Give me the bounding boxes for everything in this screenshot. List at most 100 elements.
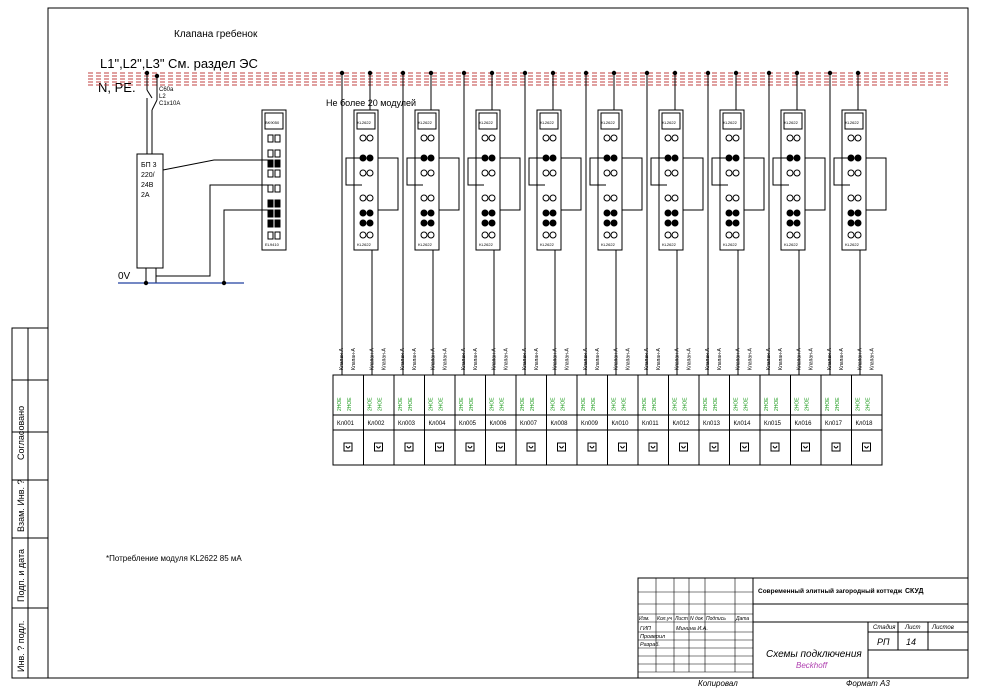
coil-ok-label: 2НОЕ <box>774 397 780 411</box>
coil-wire-label: Клапан-А <box>614 347 620 370</box>
psu-line-3: 24В <box>141 182 154 189</box>
coil-symbol-mark <box>650 445 656 449</box>
coil-wire-label: Клапан-А <box>595 347 601 370</box>
module-contact <box>549 134 557 142</box>
coil-symbol <box>496 442 505 452</box>
module-header <box>722 112 742 130</box>
module-contact <box>847 169 855 177</box>
coil-wire-label: Клапан-А <box>400 347 406 370</box>
module-contact <box>671 169 679 177</box>
module-contact <box>847 219 855 227</box>
valve-label: Кл017 <box>825 421 843 427</box>
terminal-contact <box>267 134 274 143</box>
coil-wire-label: Клапан-А <box>534 347 540 370</box>
module-label: KL2622 <box>540 120 555 125</box>
coil-ok-label: 2НОЕ <box>429 397 435 411</box>
module-contact <box>427 219 435 227</box>
column-header: N док <box>690 616 704 622</box>
terminal-contact <box>274 169 281 178</box>
module-contact <box>786 231 794 239</box>
terminal-contact <box>274 219 281 228</box>
coil-ok-label: 2НОЕ <box>642 397 648 411</box>
module-contact <box>725 219 733 227</box>
module-contact <box>488 169 496 177</box>
loop-wire <box>744 157 765 211</box>
coil-ok-label: 2НОЕ <box>734 397 740 411</box>
terminal-contact <box>267 209 274 218</box>
module-contact <box>427 194 435 202</box>
coil-wire-label: Клапан-А <box>858 347 864 370</box>
column-header: Кол.уч <box>657 616 672 622</box>
module-contact <box>603 209 611 217</box>
module-contact <box>542 134 550 142</box>
module-contact <box>786 134 794 142</box>
coil-wire-label: Клапан-А <box>351 347 357 370</box>
coil-symbol-mark <box>559 445 564 449</box>
module-contact <box>427 231 435 239</box>
module-contact <box>603 169 611 177</box>
module-contact <box>420 134 428 142</box>
module-body <box>475 109 501 251</box>
module-contact <box>671 231 679 239</box>
module-contact <box>481 169 489 177</box>
module-contact <box>359 194 367 202</box>
doc-subtitle: Beckhoff <box>796 661 828 670</box>
valve-label: Кл002 <box>368 421 386 427</box>
column-header: Изм. <box>639 616 650 622</box>
module-contact <box>481 231 489 239</box>
module-contact <box>732 154 740 162</box>
valve-label: Кл005 <box>459 421 477 427</box>
project-name: Современный элитный загородный коттедж <box>758 587 902 595</box>
copied-label: Копировал <box>698 679 738 688</box>
terminal-contact <box>267 159 274 168</box>
terminal-contact <box>267 231 274 240</box>
module-contact <box>732 194 740 202</box>
module-contact <box>603 219 611 227</box>
coil-ok-label: 2НОЕ <box>591 397 597 411</box>
module-label: KL2622 <box>784 120 799 125</box>
valve-label: Кл009 <box>581 421 599 427</box>
module-contact <box>847 194 855 202</box>
module-contact <box>366 231 374 239</box>
coil-symbol-mark <box>772 445 778 449</box>
coil-ok-label: 2НОЕ <box>835 397 841 411</box>
coil-ok-label: 2НОЕ <box>551 397 557 411</box>
module-label: KL2622 <box>662 120 677 125</box>
coil-symbol-mark <box>498 445 503 449</box>
loop-wire <box>650 157 667 186</box>
coil-wire-label: Клапан-А <box>797 347 803 370</box>
module-header <box>844 112 864 130</box>
column-header: Дата <box>735 616 749 622</box>
terminal-contact <box>274 231 281 240</box>
valve-label: Кл015 <box>764 421 782 427</box>
zero-v-label: 0V <box>118 271 131 282</box>
coil-ok-label: 2НОЕ <box>866 397 872 411</box>
coil-wire-label: Клапан-А <box>461 347 467 370</box>
module-bottom-label: KL2622 <box>357 242 372 247</box>
module-contact <box>542 219 550 227</box>
side-stamp: Согласовано Взам. Инв. ? Подп. и дата Ин… <box>11 327 49 679</box>
coil-symbol <box>618 442 627 452</box>
coil-ok-label: 2НОЕ <box>347 397 353 411</box>
terminal-contact <box>274 149 281 158</box>
module-contact <box>725 169 733 177</box>
module-label: KL2622 <box>479 120 494 125</box>
coil-symbol <box>435 442 444 452</box>
module-contact <box>610 134 618 142</box>
module-contact <box>488 231 496 239</box>
coil-symbol <box>526 442 536 452</box>
module-contact <box>366 134 374 142</box>
module-body <box>719 109 745 251</box>
coil-wire-label: Клапан-А <box>687 347 693 370</box>
loop-wire <box>406 157 423 186</box>
psu-line-1: БП 3 <box>141 162 157 169</box>
coil-ok-label: 2НОЕ <box>652 397 658 411</box>
